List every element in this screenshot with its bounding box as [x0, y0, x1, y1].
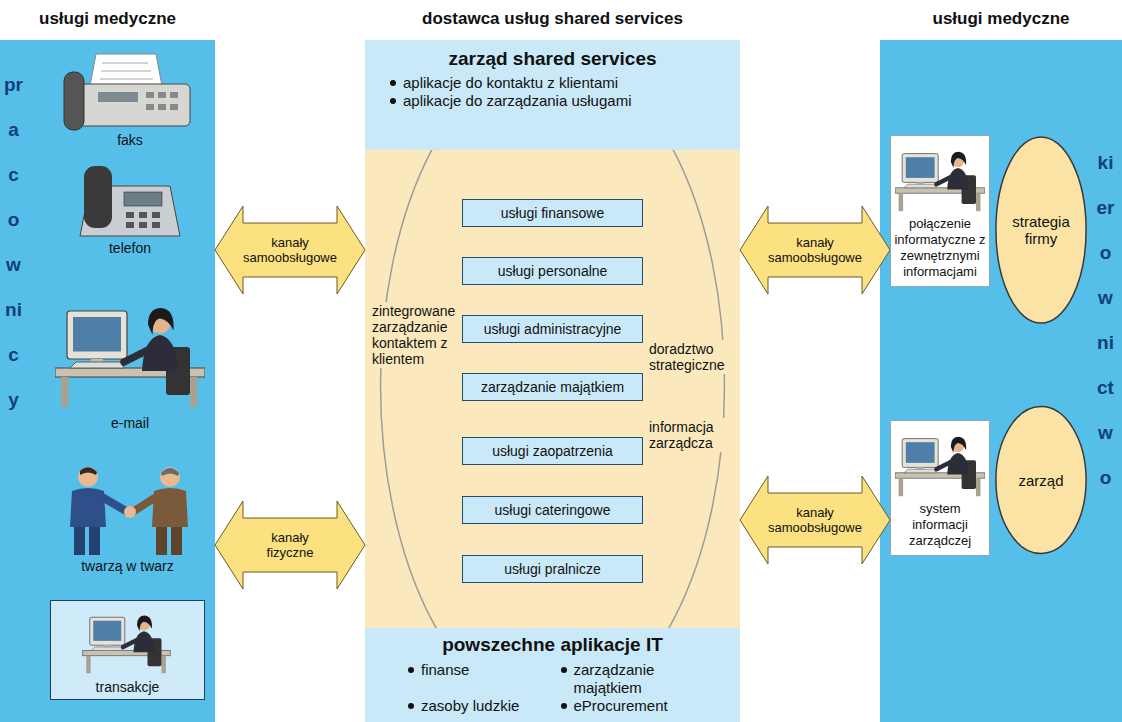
telephone-icon: [80, 166, 180, 236]
service-box: usługi administracyjne: [462, 315, 643, 343]
service-box: zarządzanie majątkiem: [462, 373, 643, 401]
arrow-label: kanały fizyczne: [265, 530, 316, 560]
management-band: zarząd shared services aplikacje do konta…: [365, 40, 740, 150]
box-label: usługi cateringowe: [495, 502, 611, 518]
box-label: usługi administracyjne: [484, 321, 622, 337]
box-label: usługi zaopatrzenia: [492, 443, 613, 459]
side-note: zintegrowane zarządzanie kontaktem z kli…: [370, 302, 460, 368]
channel-arrow: [740, 476, 890, 564]
box-label: zarząd: [1018, 472, 1063, 489]
box-label: usługi personalne: [498, 263, 608, 279]
service-box: usługi cateringowe: [462, 496, 643, 524]
label-slot: telefon: [60, 240, 200, 256]
service-box: usługi finansowe: [462, 199, 643, 227]
label-slot: informacja zarządcza: [647, 418, 737, 452]
panel-heading: usługi medyczne: [880, 9, 1122, 31]
arrow-label: kanały samoobsługowe: [766, 505, 864, 535]
it-band: powszechne aplikacje IT finanse zarządzani…: [365, 628, 740, 722]
vertical-label: kierownictwo: [1096, 140, 1115, 500]
provider-panel: dostawca usług shared serviceszarząd sha…: [365, 40, 740, 722]
label-slot: zintegrowane zarządzanie kontaktem z kli…: [370, 302, 460, 368]
channel-label: faks: [60, 132, 200, 148]
arrow-label-slot: kanały fizyczne: [265, 530, 316, 560]
box-label: system informacji zarządczej: [894, 501, 986, 549]
email-computer-icon: [55, 308, 205, 407]
label-slot: twarzą w twarz: [45, 558, 210, 574]
side-note: doradztwo strategiczne: [647, 340, 737, 374]
bullet-item: finanse: [405, 661, 548, 698]
panel-heading: dostawca usług shared services: [365, 9, 740, 31]
transaction-box: transakcje: [50, 600, 205, 700]
service-box: usługi zaopatrzenia: [462, 437, 643, 465]
channel-label: e-mail: [60, 415, 200, 431]
service-box: usługi pralnicze: [462, 555, 643, 583]
channel-icons: [0, 40, 215, 600]
channel-label: telefon: [60, 240, 200, 256]
transaction-computer-icon: [51, 603, 203, 677]
bullet-item: zarządzanie majątkiem: [558, 661, 701, 698]
vertical-label: pracownicy: [4, 62, 23, 422]
service-box: usługi personalne: [462, 257, 643, 285]
box-label: usługi pralnicze: [504, 561, 601, 577]
label-slot: doradztwo strategiczne: [647, 340, 737, 374]
side-note: informacja zarządcza: [647, 418, 737, 452]
fax-icon: [64, 54, 190, 130]
band-heading: powszechne aplikacje IT: [405, 634, 700, 657]
box-label: strategia firmy: [1005, 213, 1077, 247]
panel-heading: usługi medyczne: [0, 9, 215, 31]
strategy-oval: strategia firmy: [995, 135, 1087, 325]
box-label: usługi finansowe: [501, 205, 605, 221]
staff-panel: usługi medycznepracownicy transakcjefaks…: [0, 40, 215, 722]
arrow-label: kanały samoobsługowe: [766, 235, 864, 265]
box-label: połączenie informatyczne z zewnętrznymi …: [894, 216, 986, 280]
label-slot: faks: [60, 132, 200, 148]
channel-arrow: [215, 206, 365, 294]
board-oval: zarząd: [995, 405, 1087, 555]
management-panel: usługi medycznekierownictwo połączenie i…: [880, 40, 1122, 722]
channel-label: twarzą w twarz: [45, 558, 210, 574]
mis-box: system informacji zarządczej: [890, 420, 990, 556]
bullet-item: zasoby ludzkie: [405, 697, 548, 716]
arrow-label: kanały samoobsługowe: [241, 235, 339, 265]
box-label: zarządzanie majątkiem: [481, 379, 624, 395]
it-link-box: połączenie informatyczne z zewnętrznymi …: [890, 135, 990, 287]
bullet-item: aplikacje do kontaktu z klientami: [387, 74, 718, 92]
channel-arrow: [215, 501, 365, 589]
label-slot: e-mail: [60, 415, 200, 431]
handshake-icon: [70, 467, 188, 555]
arrow-label-slot: kanały samoobsługowe: [766, 505, 864, 535]
workstation-icon: [891, 139, 989, 215]
band-heading: zarząd shared services: [387, 48, 718, 70]
box-label: transakcje: [55, 679, 200, 695]
workstation-icon: [891, 424, 989, 500]
channel-arrow: [740, 206, 890, 294]
arrow-label-slot: kanały samoobsługowe: [241, 235, 339, 265]
bullet-item: aplikacje do zarządzania usługami: [387, 92, 718, 110]
bullet-item: eProcurement: [558, 697, 701, 716]
arrow-label-slot: kanały samoobsługowe: [766, 235, 864, 265]
